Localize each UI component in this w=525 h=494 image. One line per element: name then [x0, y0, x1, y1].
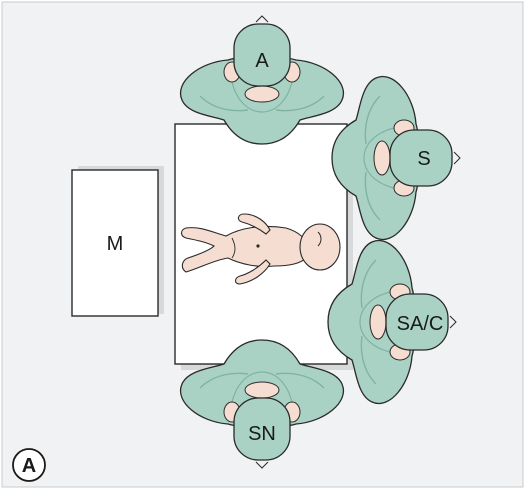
mayo-stand: M [71, 166, 164, 317]
surgical-assistant-label: SA/C [397, 313, 444, 335]
panel-letter: A [22, 455, 36, 477]
anaesthetist-label: A [255, 50, 269, 72]
infant-patient [180, 213, 341, 285]
mayo-stand-label: M [107, 233, 124, 255]
scrub-nurse-label: SN [248, 423, 276, 445]
surgeon-label: S [417, 148, 430, 170]
panel-letter-badge: A [12, 448, 46, 482]
